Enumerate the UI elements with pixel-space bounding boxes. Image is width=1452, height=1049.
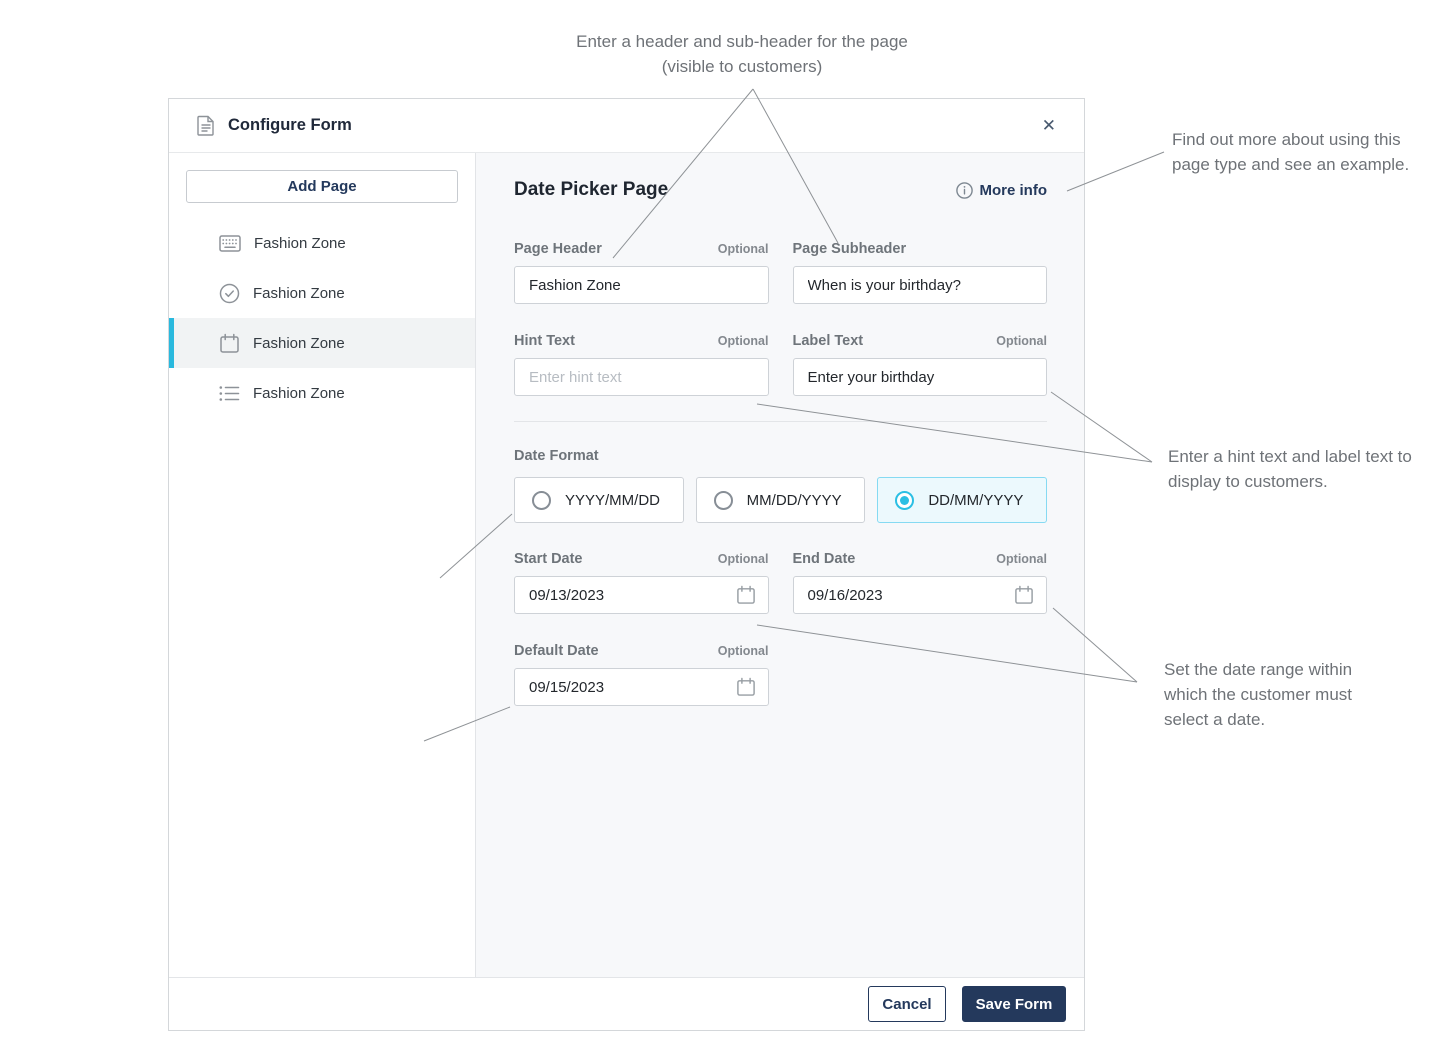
start-date-field: Start Date Optional 09/13/2023 bbox=[514, 551, 769, 614]
sidebar-item-text-page[interactable]: Fashion Zone bbox=[169, 218, 475, 268]
annotation-hint-label: Enter a hint text and label text to disp… bbox=[1168, 447, 1412, 491]
more-info-link[interactable]: More info bbox=[955, 181, 1048, 199]
optional-badge: Optional bbox=[996, 552, 1047, 566]
dialog-footer: Cancel Save Form bbox=[169, 977, 1084, 1030]
sidebar-item-date-page[interactable]: Fashion Zone bbox=[169, 318, 475, 368]
calendar-icon bbox=[736, 677, 756, 697]
more-info-label: More info bbox=[979, 181, 1048, 199]
add-page-button[interactable]: Add Page bbox=[186, 170, 458, 203]
panel-title: Date Picker Page bbox=[514, 179, 669, 200]
keyboard-icon bbox=[219, 234, 241, 252]
hint-text-field: Hint Text Optional bbox=[514, 333, 769, 396]
page-header-field: Page Header Optional bbox=[514, 241, 769, 304]
default-date-input[interactable]: 09/15/2023 bbox=[514, 668, 769, 706]
pages-sidebar: Add Page Fashion Zone bbox=[169, 153, 476, 977]
date-picker-panel: Date Picker Page More info bbox=[476, 153, 1084, 977]
page-subheader-field: Page Subheader bbox=[792, 241, 1047, 304]
close-icon[interactable]: ✕ bbox=[1041, 116, 1056, 135]
save-form-button[interactable]: Save Form bbox=[962, 986, 1066, 1022]
default-date-label: Default Date bbox=[514, 643, 599, 659]
check-circle-icon bbox=[219, 283, 240, 304]
calendar-icon bbox=[736, 585, 756, 605]
sidebar-item-label: Fashion Zone bbox=[253, 384, 345, 402]
annotation-more-info: Find out more about using this page type… bbox=[1172, 130, 1410, 174]
sidebar-item-label: Fashion Zone bbox=[253, 334, 345, 352]
start-date-input[interactable]: 09/13/2023 bbox=[514, 576, 769, 614]
sidebar-item-label: Fashion Zone bbox=[253, 284, 345, 302]
radio-dd-mm-yyyy[interactable]: DD/MM/YYYY bbox=[877, 477, 1048, 523]
dialog-title: Configure Form bbox=[228, 116, 352, 134]
optional-badge: Optional bbox=[996, 334, 1047, 348]
info-icon bbox=[955, 181, 973, 199]
label-text-label: Label Text bbox=[792, 333, 864, 349]
page-header-label: Page Header bbox=[514, 241, 602, 257]
end-date-input[interactable]: 09/16/2023 bbox=[792, 576, 1047, 614]
end-date-field: End Date Optional 09/16/2023 bbox=[792, 551, 1047, 614]
date-format-label: Date Format bbox=[514, 448, 599, 464]
end-date-label: End Date bbox=[792, 551, 856, 567]
cancel-button[interactable]: Cancel bbox=[868, 986, 946, 1022]
hint-text-input[interactable] bbox=[514, 358, 769, 396]
optional-badge: Optional bbox=[717, 552, 769, 566]
page-list: Fashion Zone Fashion Zone bbox=[169, 218, 475, 418]
optional-badge: Optional bbox=[717, 242, 769, 256]
sidebar-item-list-page[interactable]: Fashion Zone bbox=[169, 368, 475, 418]
label-text-field: Label Text Optional bbox=[792, 333, 1047, 396]
hint-text-label: Hint Text bbox=[514, 333, 575, 349]
optional-badge: Optional bbox=[717, 644, 769, 658]
page-subheader-input[interactable] bbox=[792, 266, 1047, 304]
start-date-label: Start Date bbox=[514, 551, 583, 567]
page-header-input[interactable] bbox=[514, 266, 769, 304]
section-divider bbox=[514, 421, 1047, 422]
sidebar-item-label: Fashion Zone bbox=[254, 234, 346, 252]
configure-form-dialog: Configure Form ✕ Add Page bbox=[168, 98, 1085, 1031]
document-icon bbox=[197, 115, 215, 136]
annotation-header-line2: (visible to customers) bbox=[661, 57, 823, 76]
radio-mm-dd-yyyy[interactable]: MM/DD/YYYY bbox=[695, 477, 866, 523]
calendar-icon bbox=[1014, 585, 1034, 605]
annotation-header-line1: Enter a header and sub-header for the pa… bbox=[576, 32, 908, 51]
annotation-header-note: Enter a header and sub-header for the pa… bbox=[492, 29, 992, 79]
radio-icon bbox=[532, 490, 551, 510]
sidebar-item-choice-page[interactable]: Fashion Zone bbox=[169, 268, 475, 318]
default-date-field: Default Date Optional 09/15/2023 bbox=[514, 643, 769, 706]
calendar-icon bbox=[219, 333, 240, 354]
label-text-input[interactable] bbox=[792, 358, 1047, 396]
radio-icon bbox=[713, 490, 733, 510]
radio-yyyy-mm-dd[interactable]: YYYY/MM/DD bbox=[514, 477, 684, 523]
dialog-body: Add Page Fashion Zone bbox=[169, 153, 1084, 977]
radio-icon-checked bbox=[895, 490, 915, 510]
dialog-header: Configure Form ✕ bbox=[169, 99, 1084, 153]
date-format-options: YYYY/MM/DD MM/DD/YYYY DD/MM/YYYY bbox=[514, 477, 1048, 523]
annotation-date-range: Set the date range within which the cust… bbox=[1164, 660, 1353, 729]
page-subheader-label: Page Subheader bbox=[792, 241, 907, 257]
optional-badge: Optional bbox=[717, 334, 769, 348]
list-icon bbox=[219, 385, 240, 402]
